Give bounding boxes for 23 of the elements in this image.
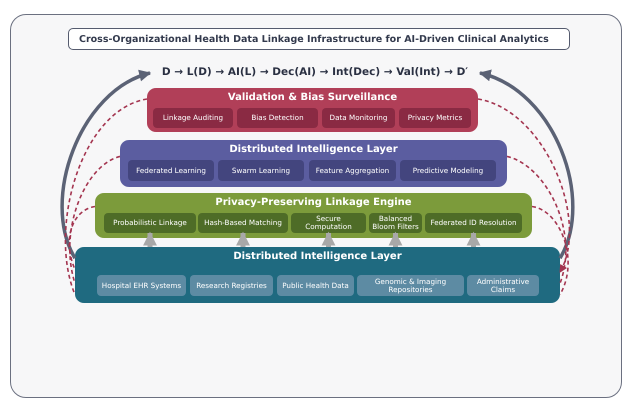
dashed-connector [506, 156, 566, 284]
layer-title: Distributed Intelligence Layer [232, 251, 403, 262]
layer-title: Validation & Bias Surveillance [226, 92, 398, 103]
arrow [236, 232, 250, 247]
layer-title: Distributed Intelligence Layer [228, 144, 399, 155]
layer-panel [120, 140, 507, 187]
arrow [143, 232, 157, 247]
dashed-connector [64, 98, 148, 295]
dashed-connector [532, 206, 569, 295]
layer-panel [75, 247, 560, 303]
arrow [322, 232, 336, 247]
dashed-connector [478, 98, 570, 273]
layer-panel [147, 88, 478, 132]
layer-panel [95, 193, 532, 238]
formula-text: D → L(D) → AI(L) → Dec(AI) → Int(Dec) → Val(Int) → D′ [150, 62, 480, 82]
layer-title: Privacy-Preserving Linkage Engine [214, 197, 413, 208]
arrow [478, 70, 575, 259]
arrow [60, 71, 152, 259]
dashed-connector [69, 156, 120, 284]
arrow [388, 232, 402, 247]
dashed-connector [68, 206, 96, 270]
arrow [466, 232, 480, 247]
title-box: Cross-Organizational Health Data Linkage Infrastructure for AI-Driven Clinical Analytics [68, 28, 570, 50]
